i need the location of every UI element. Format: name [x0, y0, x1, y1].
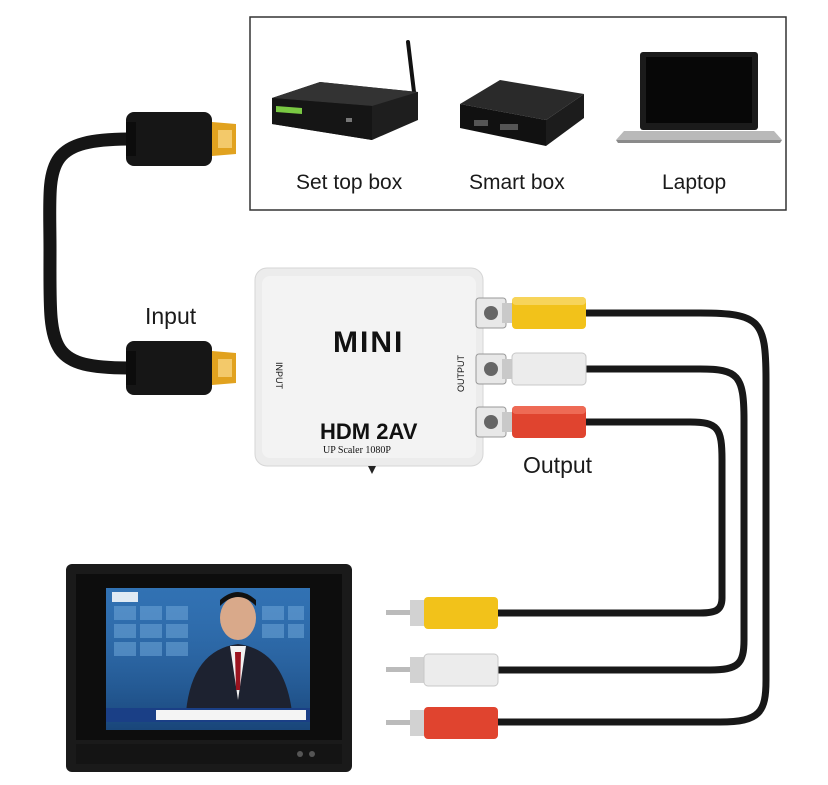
rca-cable-red	[498, 422, 722, 613]
smart-box-label: Smart box	[469, 171, 565, 195]
set-top-box-label: Set top box	[296, 171, 402, 195]
hdmi-plug-top	[126, 112, 236, 166]
crt-tv-icon	[66, 564, 352, 772]
rca-plug-yellow-bottom	[386, 597, 498, 629]
converter-output-port-label: OUTPUT	[456, 355, 466, 392]
laptop-label: Laptop	[662, 171, 726, 195]
rca-plug-white-bottom	[386, 654, 498, 686]
rca-plug-white-top	[502, 353, 586, 385]
converter-subtitle: UP Scaler 1080P	[323, 445, 391, 456]
converter-input-port-label: INPUT	[274, 362, 284, 389]
converter-brand: MINI	[333, 326, 404, 360]
output-label: Output	[523, 452, 592, 479]
rca-sockets	[476, 298, 506, 437]
converter-model: HDM 2AV	[320, 419, 417, 445]
hdmi-plug-bottom	[126, 341, 236, 395]
rca-plug-yellow-top	[502, 297, 586, 329]
rca-plug-red-top	[502, 406, 586, 438]
rca-plug-red-bottom	[386, 707, 498, 739]
hdmi-cable	[50, 139, 132, 368]
input-label: Input	[145, 303, 196, 330]
